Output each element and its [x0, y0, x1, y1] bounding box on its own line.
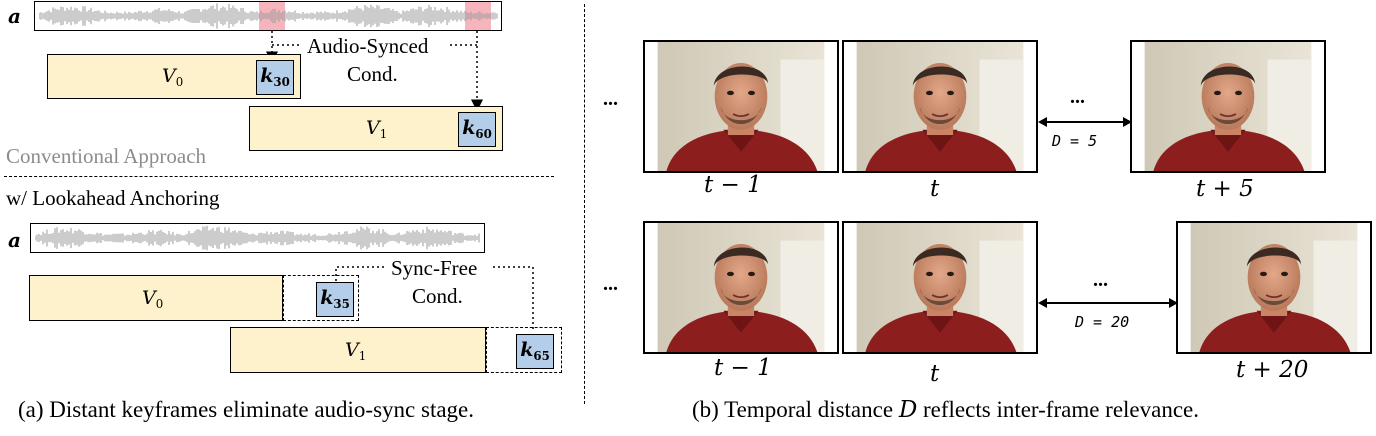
keyframe-k35: k35	[316, 282, 354, 317]
face-frame-image	[656, 42, 826, 171]
face-frame-image	[1143, 42, 1313, 171]
label-row1-t: t	[930, 176, 940, 202]
face-frame-image	[855, 223, 1025, 352]
lookahead-slot-2	[486, 327, 562, 373]
sync-free-callout: Sync-Free	[391, 256, 478, 280]
panel-divider	[584, 4, 585, 404]
lookahead-slot-1	[283, 275, 359, 321]
audio-waveform-icon	[39, 3, 498, 29]
ellipsis-row2-left: ...	[603, 273, 618, 295]
frame-row1-t-minus-1	[643, 40, 839, 173]
section-divider	[4, 176, 554, 177]
lookahead-anchoring-label: w/ Lookahead Anchoring	[6, 186, 220, 210]
audio-waveform-bottom	[30, 223, 485, 253]
face-frame-image	[1189, 223, 1359, 352]
video-chunk-v1-lookahead	[230, 327, 486, 373]
caption-a: (a) Distant keyframes eliminate audio-sy…	[18, 397, 475, 422]
sync-free-connectors	[335, 266, 534, 330]
frame-row2-t	[842, 221, 1038, 354]
label-row1-t-plus-5: t + 5	[1196, 176, 1254, 202]
arrow-icon	[1038, 298, 1178, 308]
keyframe-k30: k30	[256, 60, 294, 95]
caption-b: (b) Temporal distance D reflects inter-f…	[692, 397, 1200, 423]
frame-row2-t-plus-20	[1176, 221, 1372, 354]
keyframe-k60: k60	[458, 112, 496, 147]
label-row2-t-minus-1: t − 1	[714, 355, 772, 381]
ellipsis-row1-mid: ...	[1070, 86, 1085, 108]
label-row1-t-minus-1: t − 1	[704, 172, 762, 198]
distance-row1: D = 5	[1052, 132, 1098, 150]
audio-waveform-top	[34, 1, 502, 31]
face-frame-image	[855, 42, 1025, 171]
ellipsis-row1-left: ...	[603, 88, 618, 110]
distance-row2: D = 20	[1075, 313, 1130, 331]
label-row2-t-plus-20: t + 20	[1236, 357, 1309, 383]
audio-synced-callout-cond: Cond.	[347, 62, 398, 86]
conventional-approach-label: Conventional Approach	[6, 144, 207, 168]
arrow-icon	[1038, 117, 1132, 127]
ellipsis-row2-mid: ...	[1093, 269, 1108, 291]
v0-label-conventional: V0	[162, 65, 184, 90]
v1-label-lookahead: V1	[345, 339, 367, 364]
label-row2-t: t	[930, 361, 940, 387]
v0-label-lookahead: V0	[142, 287, 164, 312]
face-frame-image	[656, 223, 826, 352]
sync-free-callout-cond: Cond.	[412, 284, 463, 308]
v1-label-conventional: V1	[366, 117, 388, 142]
frame-row1-t	[842, 40, 1038, 173]
keyframe-k65: k65	[516, 334, 554, 369]
audio-synced-callout: Audio-Synced	[307, 34, 429, 58]
audio-label-bottom: a	[8, 228, 21, 252]
frame-row2-t-minus-1	[643, 221, 839, 354]
video-chunk-v0-lookahead	[29, 275, 283, 321]
audio-label-top: a	[8, 4, 21, 28]
frame-row1-t-plus-5	[1130, 40, 1326, 173]
audio-waveform-icon	[35, 225, 480, 251]
